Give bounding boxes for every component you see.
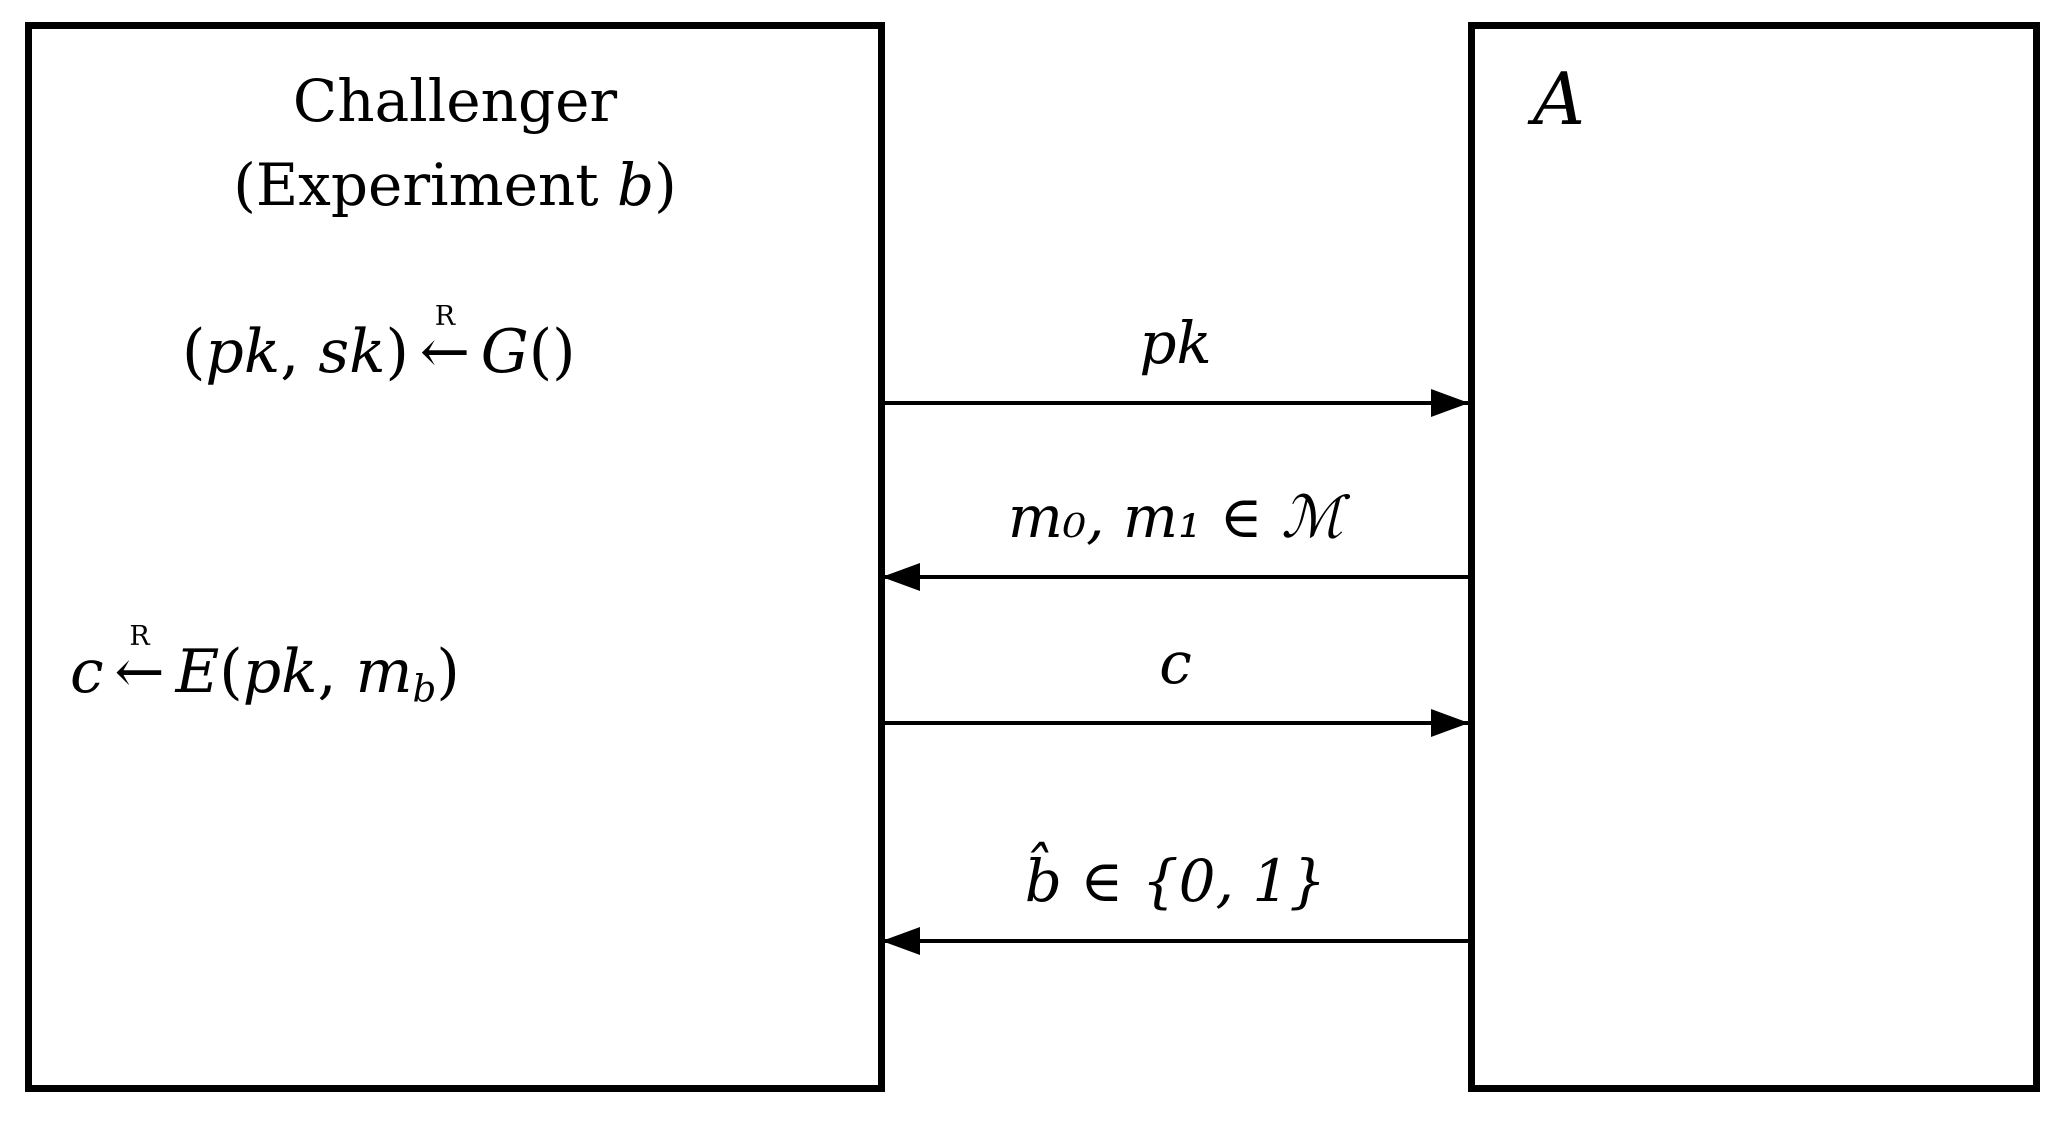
arrowhead-left	[882, 562, 920, 591]
message-m0-m1: m₀, m₁ ∈ ℳ	[882, 483, 1468, 595]
arrow-left-icon	[882, 923, 1468, 959]
arrow-right-icon	[883, 385, 1469, 421]
challenger-title: Challenger (Experiment b)	[32, 59, 878, 227]
keygen-func-g: G	[480, 317, 529, 387]
keygen-expression: (pk, sk)R←G()	[182, 303, 576, 387]
adversary-label: A	[1533, 57, 1585, 141]
keygen-sk: sk	[318, 317, 386, 387]
arrow-superscript-r: R	[434, 300, 456, 332]
message-pk: pk	[883, 309, 1469, 421]
message-pk-label: pk	[1139, 309, 1212, 377]
encrypt-pk: pk	[242, 637, 318, 707]
encrypt-m: m	[355, 637, 413, 707]
left-arrow-glyph: ←	[419, 317, 470, 387]
left-arrow-glyph: ←	[114, 637, 165, 707]
arrowhead-left	[882, 926, 920, 955]
message-b-hat-label: b̂ ∈ {0, 1}	[1024, 847, 1327, 915]
encrypt-func-e: E	[175, 637, 220, 707]
arrowhead-right	[1431, 388, 1469, 417]
keygen-pk: pk	[205, 317, 281, 387]
challenger-box: Challenger (Experiment b) (pk, sk)R←G() …	[25, 22, 885, 1092]
encrypt-m-subscript-b: b	[412, 666, 437, 711]
message-m0-m1-label: m₀, m₁ ∈ ℳ	[1007, 483, 1344, 551]
keygen-comma: ,	[280, 317, 319, 387]
encrypt-open-paren: (	[219, 637, 243, 707]
arrow-right-icon	[883, 705, 1469, 741]
keygen-close-paren: )	[385, 317, 409, 387]
subtitle-var-b: b	[617, 151, 655, 220]
challenger-title-line2: (Experiment b)	[32, 143, 878, 227]
arrow-superscript-r: R	[129, 620, 150, 652]
encrypt-close-paren: )	[436, 637, 460, 707]
subtitle-open: (Experiment	[233, 151, 618, 220]
keygen-func-args: ()	[528, 317, 576, 387]
challenger-title-line1: Challenger	[292, 67, 618, 135]
arrow-shaft	[883, 574, 1468, 579]
arrow-left-icon	[882, 559, 1468, 595]
adversary-box: A	[1468, 22, 2040, 1092]
arrow-shaft	[883, 720, 1468, 725]
random-assignment-arrow-icon: R←	[419, 303, 470, 387]
message-b-hat: b̂ ∈ {0, 1}	[882, 847, 1468, 959]
arrowhead-right	[1431, 708, 1469, 737]
encrypt-c: c	[70, 637, 104, 707]
message-c-label: c	[1159, 629, 1192, 697]
subtitle-close: )	[654, 151, 677, 220]
random-assignment-arrow-icon: R←	[114, 623, 165, 707]
arrow-shaft	[883, 938, 1468, 943]
arrow-shaft	[883, 400, 1468, 405]
message-c: c	[883, 629, 1469, 741]
encrypt-comma: ,	[317, 637, 356, 707]
keygen-open-paren: (	[182, 317, 206, 387]
